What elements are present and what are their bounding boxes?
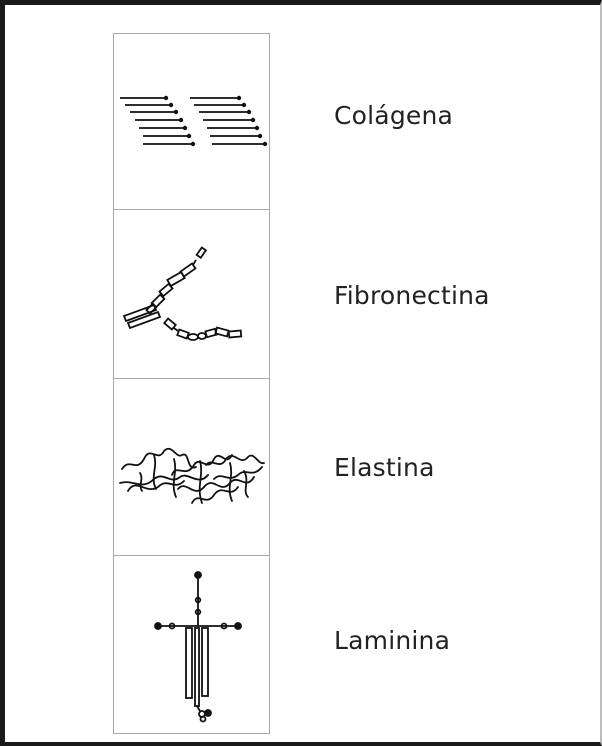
laminin-cross-icon	[114, 556, 271, 735]
collagen-label: Colágena	[334, 103, 453, 128]
elastin-network-icon	[114, 379, 271, 557]
laminin-label: Laminina	[334, 628, 450, 653]
fibronectin-chain-icon	[114, 210, 271, 381]
fibronectin-cell	[113, 209, 270, 380]
elastin-label: Elastina	[334, 455, 435, 480]
collagen-cell	[113, 33, 270, 210]
collagen-fibers-icon	[114, 34, 271, 211]
fibronectin-label: Fibronectina	[334, 283, 490, 308]
laminin-cell	[113, 555, 270, 734]
icon-column	[113, 33, 270, 734]
elastin-cell	[113, 378, 270, 556]
